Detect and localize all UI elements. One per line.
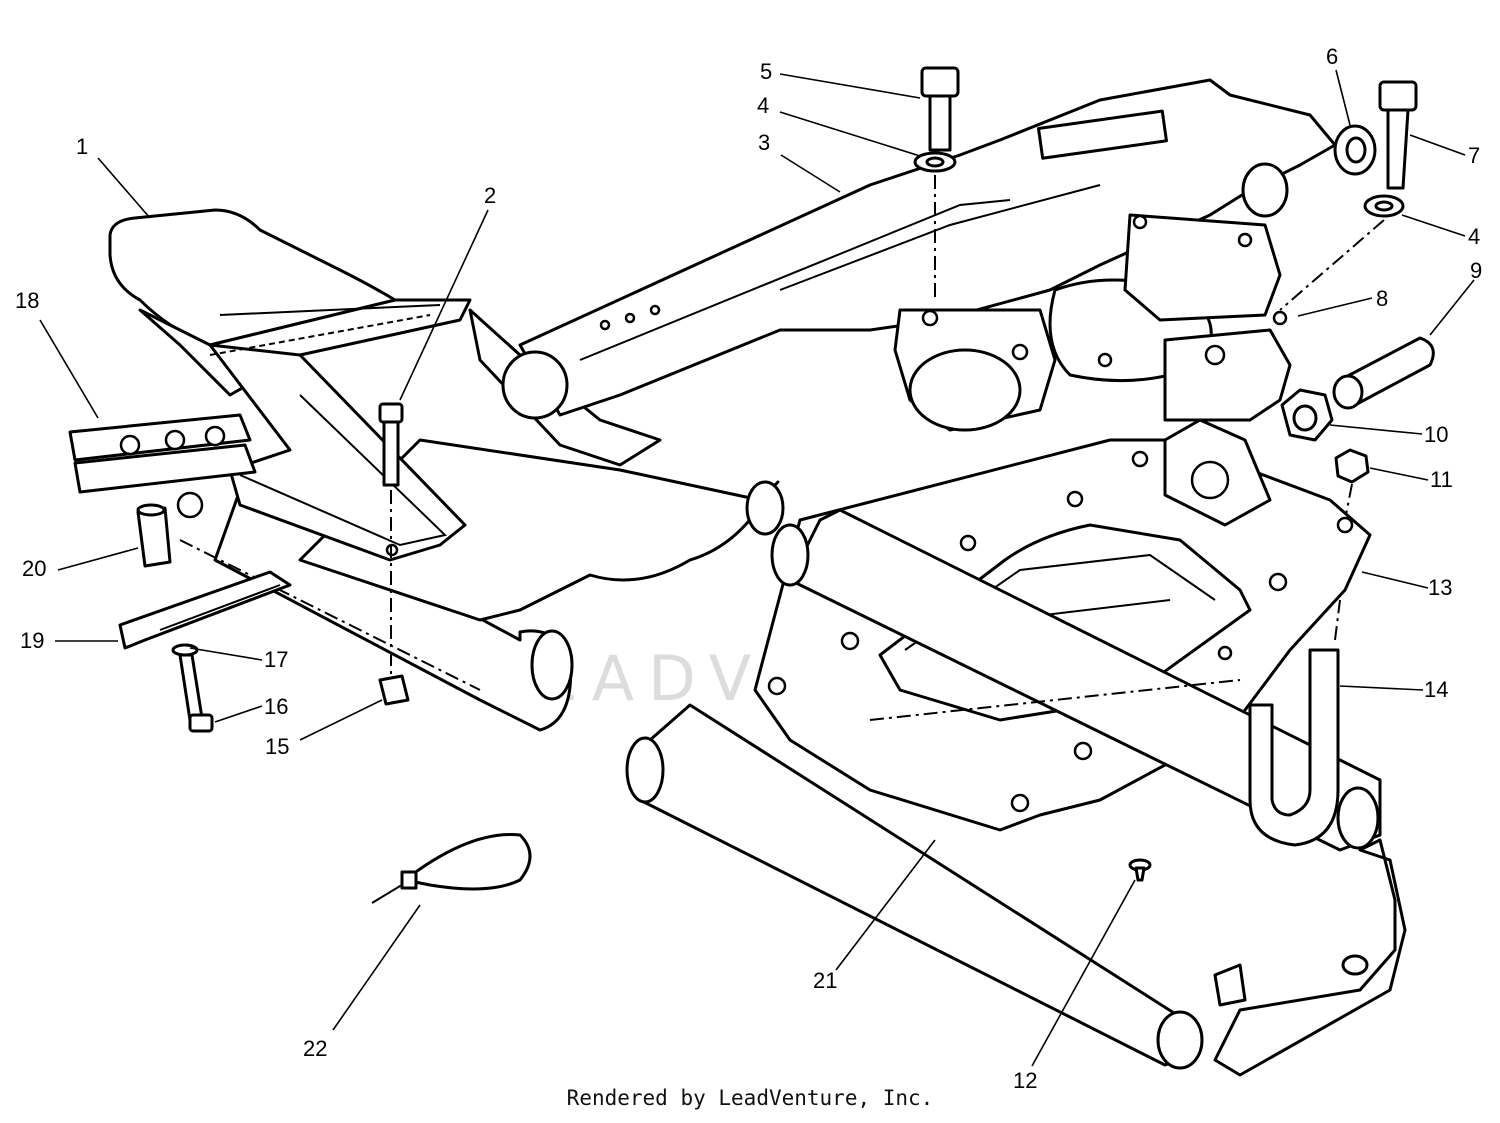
leader-lines <box>39 69 1475 1067</box>
callout-1: 1 <box>76 134 88 159</box>
callout-19: 19 <box>20 628 44 653</box>
callout-2: 2 <box>484 183 496 208</box>
callout-15: 15 <box>265 734 289 759</box>
callout-20: 20 <box>22 556 46 581</box>
callout-8: 8 <box>1376 286 1388 311</box>
callout-14: 14 <box>1424 677 1448 702</box>
part-9-pin <box>1332 336 1435 410</box>
callout-12: 12 <box>1013 1068 1037 1093</box>
callout-4-right: 4 <box>1468 224 1480 249</box>
part-22-cable-tie <box>371 833 532 904</box>
callout-21: 21 <box>813 968 837 993</box>
callout-4-upper: 4 <box>757 93 769 118</box>
part-10-nut <box>1280 388 1334 442</box>
callout-11: 11 <box>1430 467 1453 492</box>
callout-17: 17 <box>264 647 288 672</box>
callout-6: 6 <box>1326 44 1338 69</box>
part-16-bolt <box>171 643 214 733</box>
part-19-bracket <box>118 570 292 650</box>
part-21-axle-tube <box>625 508 1382 1070</box>
callout-5: 5 <box>760 59 772 84</box>
callout-9: 9 <box>1470 258 1482 283</box>
part-18-clamp <box>68 413 257 519</box>
callout-labels: 1 2 3 4 4 5 6 7 8 9 10 11 12 13 14 15 16… <box>15 44 1482 1093</box>
callout-10: 10 <box>1424 422 1448 447</box>
part-6-ring <box>1241 124 1377 218</box>
part-8-knuckle <box>893 213 1292 432</box>
part-2-bolt <box>378 402 410 706</box>
callout-16: 16 <box>264 694 288 719</box>
callout-13: 13 <box>1428 575 1452 600</box>
rear-bracket <box>1213 838 1407 1077</box>
callout-18: 18 <box>15 288 39 313</box>
part-14-u-bolt <box>1248 599 1341 847</box>
callout-3: 3 <box>758 130 770 155</box>
part-5-bolt <box>913 66 960 300</box>
part-20-spacer <box>136 503 172 568</box>
part-1-pedal <box>108 208 662 562</box>
credit-line: Rendered by LeadVenture, Inc. <box>566 1086 934 1110</box>
callout-22: 22 <box>303 1036 327 1061</box>
part-12-screw <box>1128 858 1152 882</box>
part-7-bolt <box>1279 80 1418 311</box>
callout-7: 7 <box>1468 143 1480 168</box>
